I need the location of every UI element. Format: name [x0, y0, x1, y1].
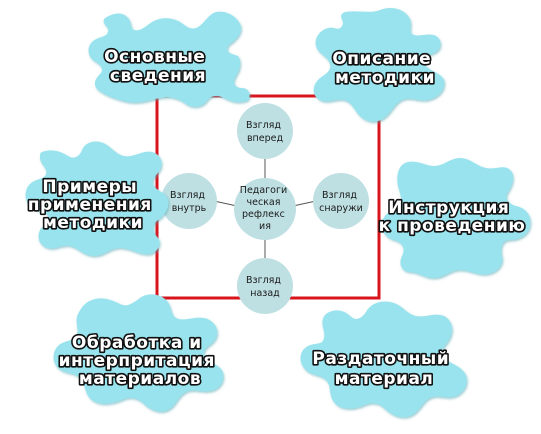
puzzle-label-handout: Раздаточный материал	[312, 349, 455, 389]
center-label: Педагоги ческая рефлекс ия	[240, 185, 290, 232]
puzzle-piece-instructions	[381, 158, 531, 278]
puzzle-piece-method-description	[313, 8, 445, 122]
circle-back	[237, 258, 293, 314]
circle-inside	[161, 173, 217, 229]
circle-forward	[237, 103, 293, 159]
circle-outside	[313, 173, 369, 229]
puzzle-piece-processing	[53, 294, 224, 412]
puzzle-label-instructions: Инструкция к проведению	[379, 198, 526, 236]
puzzle-label-method-description: Описание методики	[332, 49, 437, 88]
puzzle-piece-examples	[25, 141, 169, 256]
center-circle	[234, 178, 296, 240]
puzzle-label-processing: Обработка и интерпритация материалов	[59, 333, 222, 389]
puzzle-piece-basic-info	[88, 11, 250, 107]
puzzle-label-examples: Примеры применения методики	[28, 177, 159, 233]
puzzle-piece-handout	[300, 301, 467, 418]
circle-label-forward: Взгляд вперед	[246, 120, 284, 144]
circle-label-back: Взгляд назад	[246, 275, 284, 299]
circle-label-inside: Взгляд внутрь	[170, 190, 208, 214]
puzzle-label-basic-info: Основные сведения	[104, 47, 212, 86]
circle-label-outside: Взгляд снаружи	[319, 190, 363, 214]
